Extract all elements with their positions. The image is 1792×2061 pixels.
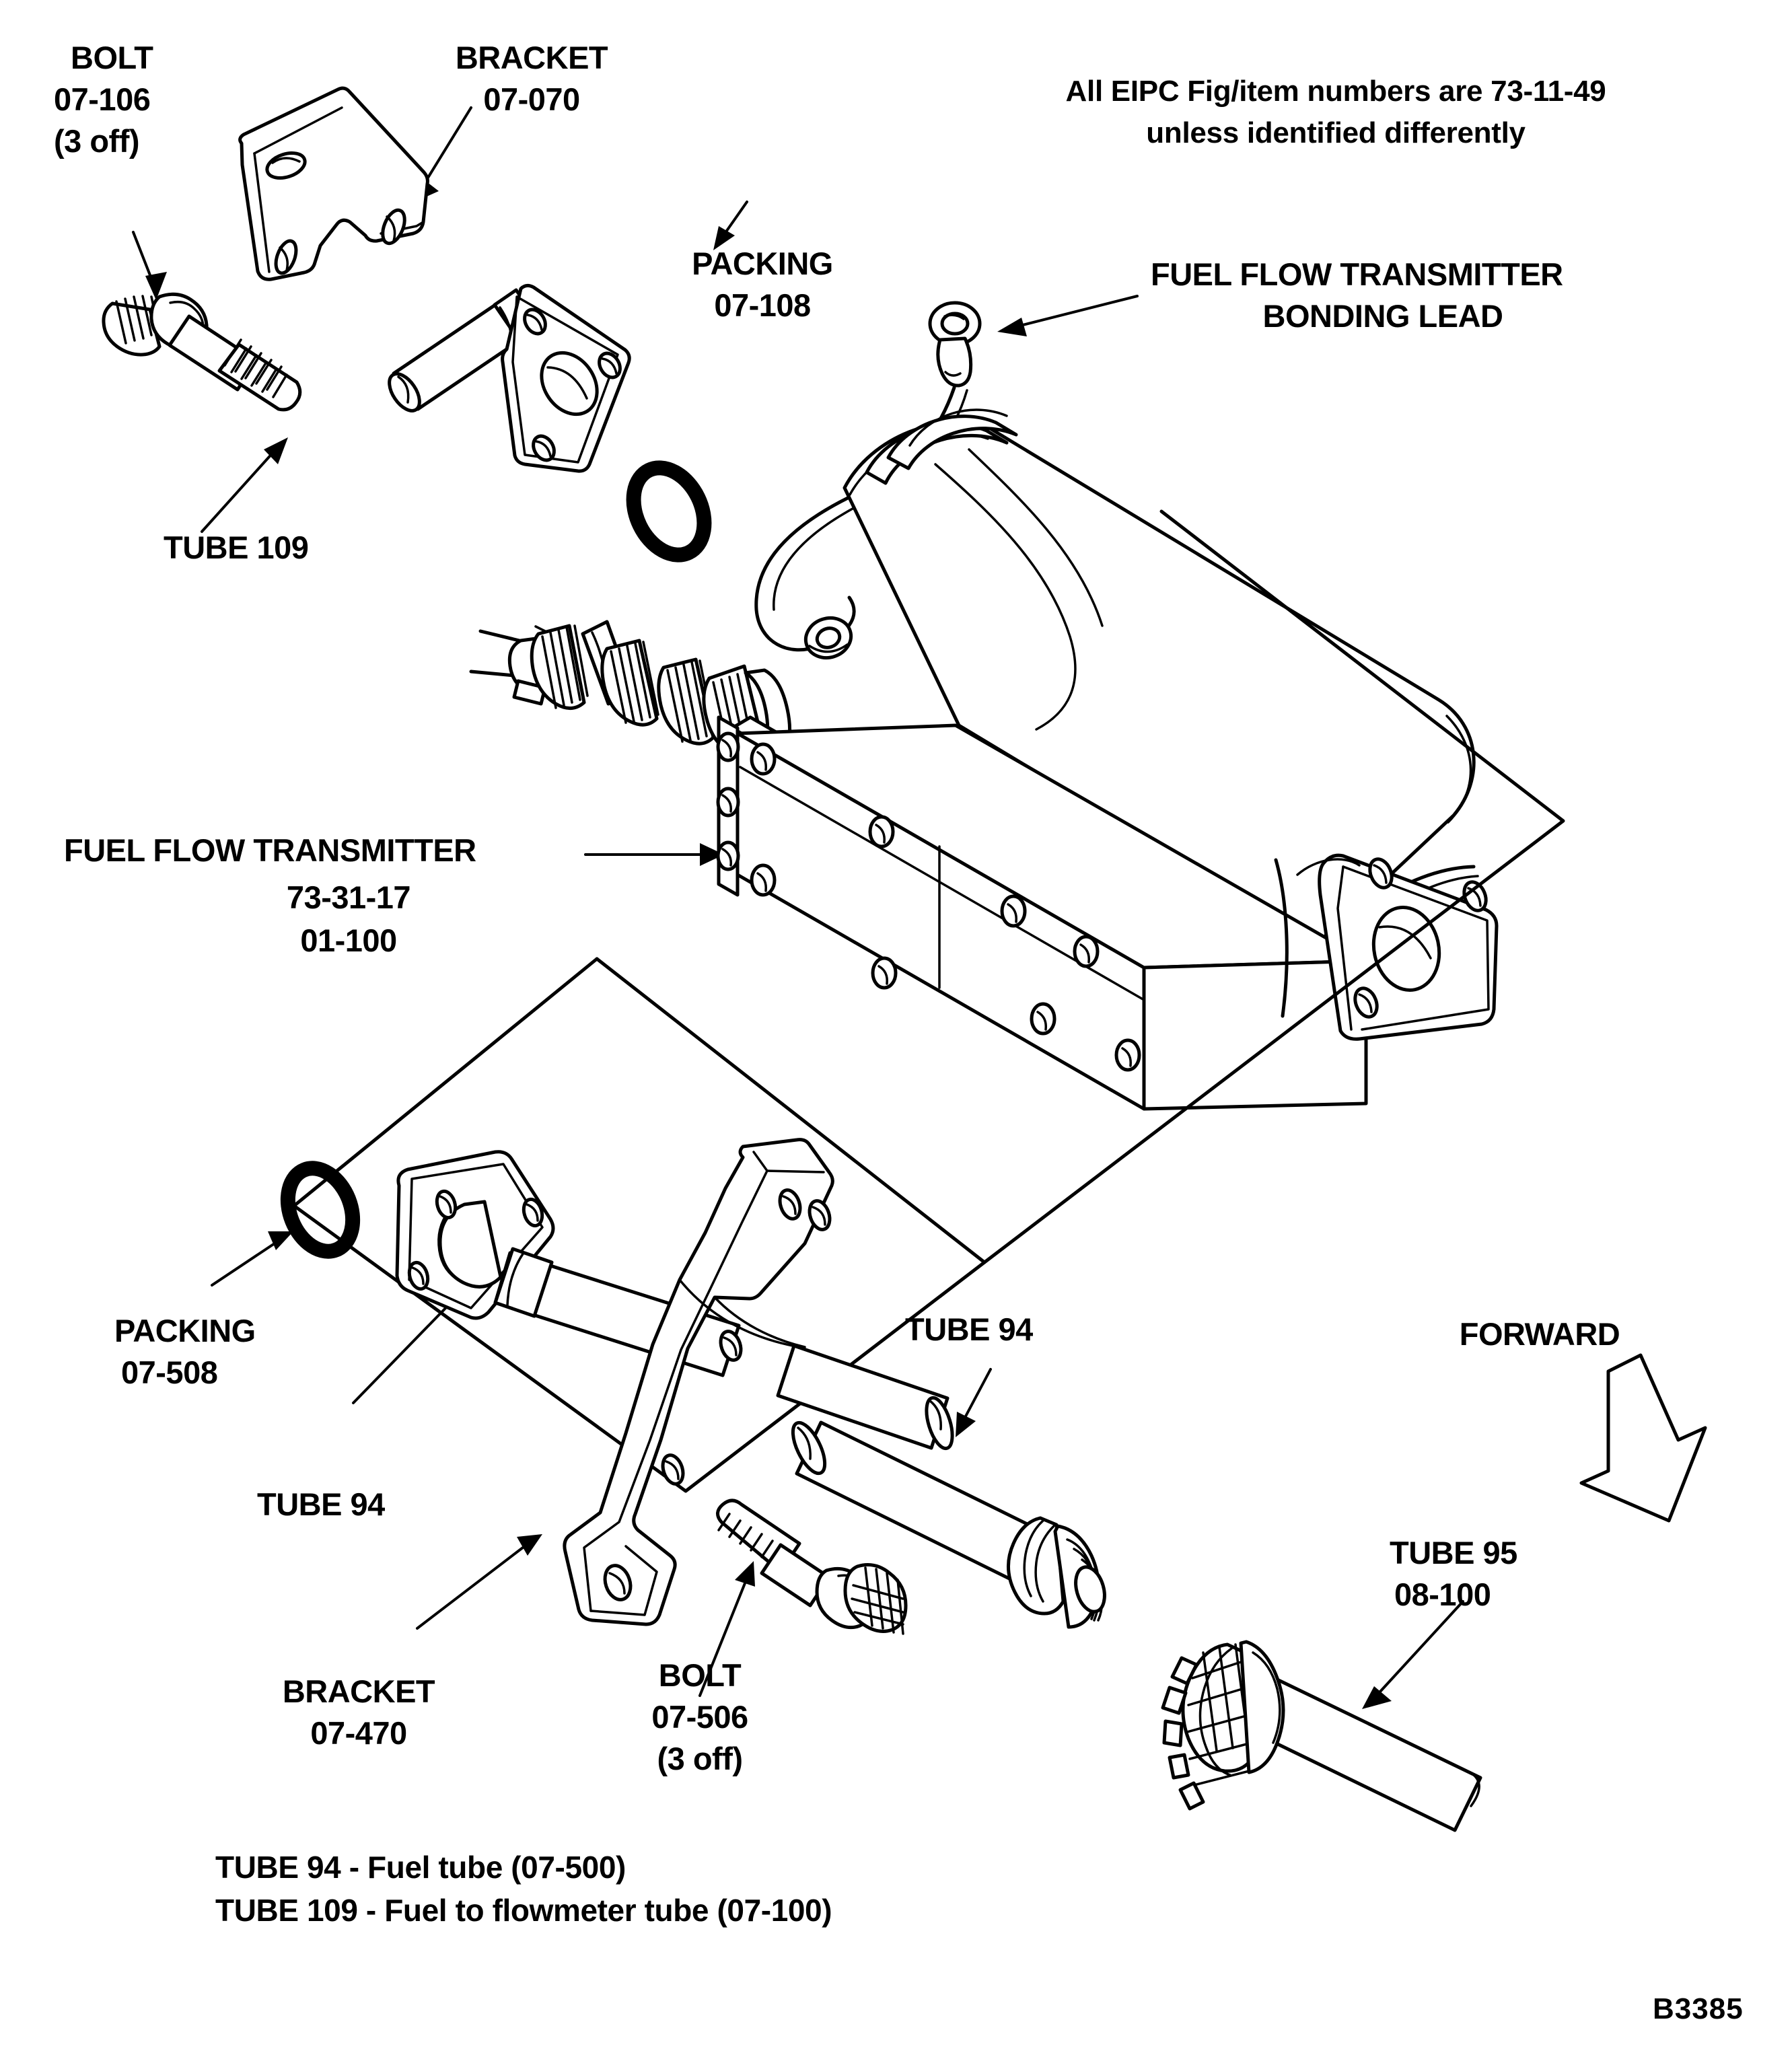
tube-109-illustration (201, 283, 631, 533)
callout-tube-95-partnumber: 08-100 (1394, 1577, 1491, 1612)
tube-95-illustration (1161, 1600, 1482, 1832)
callout-transmitter-fig: 73-31-17 (286, 879, 411, 915)
callout-bonding-lead-line-1: FUEL FLOW TRANSMITTER (1151, 256, 1563, 292)
forward-arrow-icon (1579, 1353, 1707, 1523)
callout-packing-upper-name: PACKING (692, 246, 833, 281)
tube-94-left-illustration (352, 1150, 954, 1451)
callout-bracket-upper-name: BRACKET (455, 40, 608, 75)
bracket-07-070-illustration (238, 86, 472, 281)
callout-bracket-upper-partnumber: 07-070 (483, 81, 580, 117)
bolt-07-506-illustration (698, 1498, 908, 1697)
callout-bonding-lead-line-2: BONDING LEAD (1262, 298, 1503, 334)
callout-bolt-upper-qty: (3 off) (54, 123, 140, 159)
fuel-flow-transmitter-illustration (584, 408, 1499, 1111)
callout-packing-lower-name: PACKING (114, 1313, 256, 1348)
callout-packing-lower-partnumber: 07-508 (121, 1354, 218, 1390)
callout-bracket-lower-name: BRACKET (282, 1673, 435, 1709)
callout-tube-94-left: TUBE 94 (257, 1486, 385, 1522)
callout-bolt-lower-partnumber: 07-506 (651, 1699, 748, 1735)
callout-tube-95-name: TUBE 95 (1390, 1535, 1517, 1570)
figure-note-line-2: unless identified differently (1146, 116, 1526, 149)
callout-tube-94-right: TUBE 94 (905, 1311, 1033, 1347)
legend-line-2: TUBE 109 - Fuel to flowmeter tube (07-10… (215, 1893, 832, 1928)
legend-line-1: TUBE 94 - Fuel tube (07-500) (215, 1850, 626, 1885)
callout-packing-upper-partnumber: 07-108 (714, 287, 811, 323)
callout-transmitter-name: FUEL FLOW TRANSMITTER (64, 832, 476, 868)
callout-bolt-upper-name: BOLT (71, 40, 153, 75)
callout-forward: FORWARD (1459, 1316, 1620, 1352)
callout-transmitter-item: 01-100 (300, 923, 397, 958)
callout-tube-109-upper: TUBE 109 (164, 530, 309, 565)
callout-bolt-lower-name: BOLT (658, 1657, 742, 1693)
tube-94-right-illustration (791, 1368, 1106, 1629)
packing-07-508-illustration (211, 1161, 361, 1287)
callout-bolt-lower-qty: (3 off) (657, 1741, 743, 1776)
packing-07-108-illustration (626, 201, 748, 563)
figure-note-line-1: All EIPC Fig/item numbers are 73-11-49 (1065, 75, 1606, 108)
electrical-connector-illustration (469, 620, 792, 760)
bracket-07-470-illustration (416, 1138, 834, 1630)
figure-reference-number: B3385 (1653, 1992, 1744, 2025)
callout-bracket-lower-partnumber: 07-470 (310, 1715, 407, 1751)
callout-bolt-upper-partnumber: 07-106 (54, 81, 151, 117)
bolt-07-106-illustration (102, 231, 302, 412)
